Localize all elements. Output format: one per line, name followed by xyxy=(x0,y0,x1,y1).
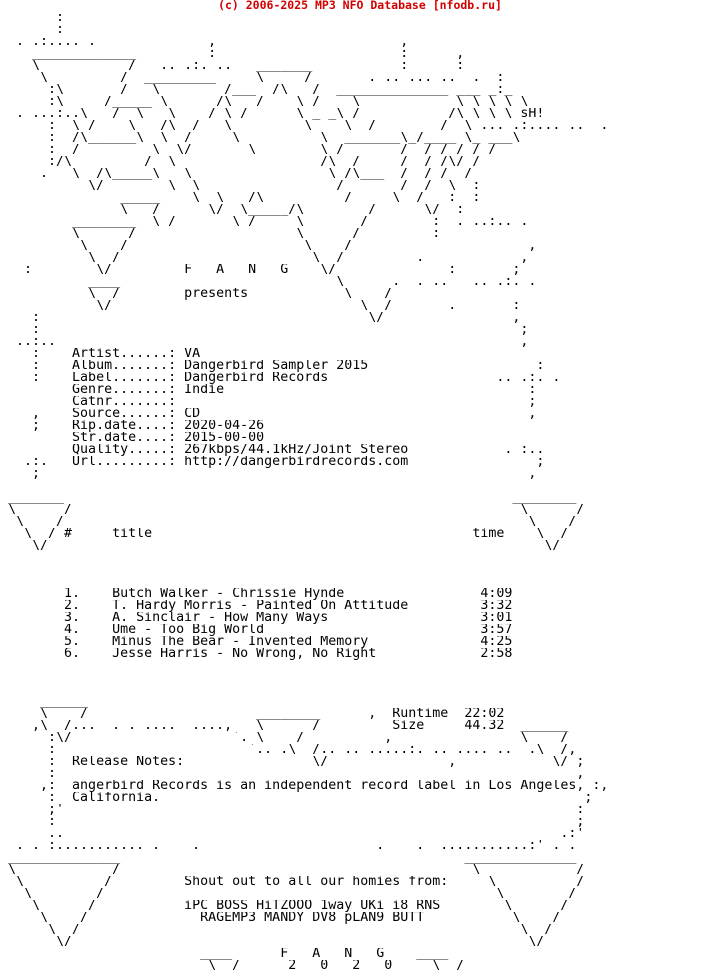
nfo-line xyxy=(0,672,720,684)
nfo-line: ____ F A N G ____ xyxy=(0,948,449,960)
nfo-line: :/\ / \ /\ / / / /\/ / xyxy=(0,156,481,168)
nfo-line: \ / \ / xyxy=(0,924,553,936)
nfo-line: \ / Shout out to all our homies from: \ … xyxy=(0,876,585,888)
nfo-line: \ / .. .:. .. _______ : : xyxy=(0,60,465,72)
nfo-line: ;' : xyxy=(0,804,585,816)
nfo-line: ; Rip.date....: 2020-04-26 xyxy=(0,420,265,432)
nfo-line: .:. Url.........: http://dangerbirdrecor… xyxy=(0,456,545,468)
nfo-line: \ / \ / xyxy=(0,516,577,528)
nfo-line: \ / ________ , Runtime 22:02 xyxy=(0,708,505,720)
nfo-ascii-art: : : . .:.... . , , _____________ : : , \… xyxy=(0,12,720,972)
nfo-line: 3. A. Sinclair - How Many Ways 3:01 xyxy=(0,612,513,624)
nfo-line xyxy=(0,576,720,588)
nfo-line: :\/ `. \ / , \ / xyxy=(0,732,569,744)
nfo-line: \ / \ / : xyxy=(0,228,441,240)
nfo-line: . ...:..\ / \ \ / \ / \ _ _\ / /\ \ \ \ … xyxy=(0,108,545,120)
nfo-line: : \/ F A N G \/ : ; xyxy=(0,264,521,276)
nfo-line: ; , xyxy=(0,468,537,480)
nfo-line: : Album.......: Dangerbird Sampler 2015 … xyxy=(0,360,545,372)
copyright-banner: (c) 2006-2025 MP3 NFO Database [nfodb.ru… xyxy=(218,0,502,12)
nfo-line: \ / # title time \ / xyxy=(0,528,569,540)
nfo-line: : /\______\ \ / \ \ _______\_/____ \_ __… xyxy=(0,132,521,144)
nfo-line: \ / 2 0 2 0 \ / xyxy=(0,960,465,972)
nfo-line: .. .:' xyxy=(0,828,585,840)
nfo-line: ,\ /... . . .... ...., \ / Size 44.32 __… xyxy=(0,720,569,732)
nfo-line: : Label.......: Dangerbird Records .. .:… xyxy=(0,372,561,384)
nfo-line: 2. T. Hardy Morris - Painted On Attitude… xyxy=(0,600,513,612)
nfo-line: . \ /\_____\ \ \ /\___ / / / / xyxy=(0,168,473,180)
nfo-line: : ; xyxy=(0,816,585,828)
nfo-line: \/ \/ xyxy=(0,936,545,948)
nfo-line xyxy=(0,564,720,576)
nfo-line: \ / _________ \ / . .. ... .. . : xyxy=(0,72,505,84)
nfo-line: 6. Jesse Harris - No Wrong, No Right 2:5… xyxy=(0,648,513,660)
nfo-line: \ / \/ \_____/\ / \/ : xyxy=(0,204,465,216)
nfo-line: : xyxy=(0,24,65,36)
nfo-line: \ / \ / , xyxy=(0,240,537,252)
nfo-line: . . :........... . . . . ...........:' .… xyxy=(0,840,577,852)
nfo-line: ________ \ / \ / \ / : . ..:.. . xyxy=(0,216,529,228)
nfo-line: 1. Butch Walker - Chrissie Hynde 4:09 xyxy=(0,588,513,600)
nfo-line: \/ \/ xyxy=(0,540,561,552)
nfo-line: _____ \ \ /\ / \ / : : xyxy=(0,192,481,204)
nfo-line: : xyxy=(0,12,65,24)
nfo-line: 4. Ume - Too Big World 3:57 xyxy=(0,624,513,636)
nfo-line: , Source......: CD , xyxy=(0,408,537,420)
nfo-line: \ / \ / . , xyxy=(0,252,529,264)
nfo-line: : / \ \/ \ \ / / / / / / / xyxy=(0,144,497,156)
nfo-line: : ; xyxy=(0,324,529,336)
nfo-line: : , xyxy=(0,768,585,780)
nfo-line: ..:.. , xyxy=(0,336,529,348)
nfo-line: _______ ________ xyxy=(0,492,577,504)
nfo-line: Str.date....: 2015-00-00 xyxy=(0,432,265,444)
nfo-line: : Release Notes: \/ , \/ ; xyxy=(0,756,585,768)
nfo-line: Genre.......: Indie : xyxy=(0,384,537,396)
nfo-line: Catnr.......: ; xyxy=(0,396,537,408)
nfo-line: 5. Minus The Bear - Invented Memory 4:25 xyxy=(0,636,513,648)
nfo-line: \/ \ / . : xyxy=(0,300,521,312)
nfo-line: \ / iPC BOSS HiTZOOO 1way UKi i8 RNS \ / xyxy=(0,900,569,912)
nfo-line xyxy=(0,660,720,672)
nfo-line: ______ xyxy=(0,696,89,708)
nfo-line: ______________ ______________ xyxy=(0,852,577,864)
nfo-line: : Artist......: VA xyxy=(0,348,201,360)
nfo-line: Quality.....: 267kbps/44.1kHz/Joint Ster… xyxy=(0,444,545,456)
nfo-line xyxy=(0,480,720,492)
nfo-line xyxy=(0,684,720,696)
nfo-line: :\ / \ /___ /\ / ______________ ___ _:_ xyxy=(0,84,513,96)
nfo-line: ____ \ . . .. .. .:. . xyxy=(0,276,537,288)
nfo-line: : \ / \ /\ / \ \ \ / / \ ... .:.... .. . xyxy=(0,120,609,132)
nfo-line xyxy=(0,552,720,564)
nfo-line: \ / presents \ / xyxy=(0,288,393,300)
nfo-line: : California. ; xyxy=(0,792,593,804)
nfo-line: . .:.... . , , xyxy=(0,36,409,48)
nfo-line: \/ \ \ / / / \ : xyxy=(0,180,481,192)
nfo-line: \ / \ / xyxy=(0,504,585,516)
nfo-line: : `.. .\ /.. .. .....:. .. .... .. .\ /, xyxy=(0,744,577,756)
nfo-line: \ / RAGEMP3 MANDY DV8 pLAN9 BUTT \ / xyxy=(0,912,561,924)
nfo-line: ,: angerbird Records is an independent r… xyxy=(0,780,609,792)
nfo-line: : \/ , xyxy=(0,312,521,324)
nfo-line: _____________ : : , xyxy=(0,48,465,60)
nfo-line: :\ /_____ \ /\ / \ / \ \ \ \ \ \ xyxy=(0,96,529,108)
nfo-line: \ / \ / xyxy=(0,864,585,876)
nfo-line: \ / \ / xyxy=(0,888,577,900)
